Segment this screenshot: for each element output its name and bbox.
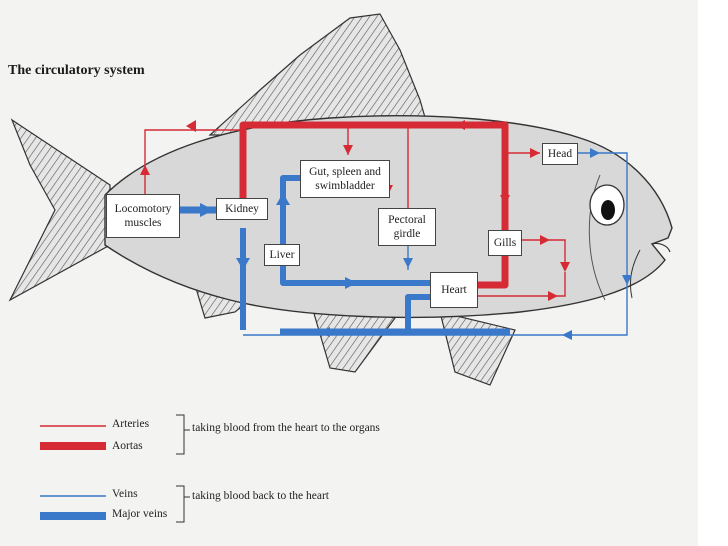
legend-group-venous: taking blood back to the heart xyxy=(192,490,329,502)
legend-bracket-venous xyxy=(176,486,184,522)
legend-label-arteries: Arteries xyxy=(112,418,149,430)
organ-liver: Liver xyxy=(264,244,300,266)
tail-fin xyxy=(10,120,110,300)
organ-label: Pectoral girdle xyxy=(382,213,432,241)
organ-head: Head xyxy=(542,143,578,165)
organ-gills: Gills xyxy=(488,230,522,256)
organ-label: Heart xyxy=(441,283,467,297)
organ-pectoral-girdle: Pectoral girdle xyxy=(378,208,436,246)
vein-arrow xyxy=(562,330,572,340)
legend-label-aortas: Aortas xyxy=(112,440,143,452)
eye-pupil xyxy=(601,200,615,220)
organ-label: Gills xyxy=(494,236,516,250)
organ-label: Liver xyxy=(270,248,295,262)
legend-label-veins: Veins xyxy=(112,488,138,500)
legend-bracket-arterial xyxy=(176,415,184,454)
organ-label: Kidney xyxy=(225,202,259,216)
organ-kidney: Kidney xyxy=(216,198,268,220)
organ-label: Gut, spleen and swimbladder xyxy=(304,165,386,193)
organ-heart: Heart xyxy=(430,272,478,308)
organ-gut-spleen-swimbladder: Gut, spleen and swimbladder xyxy=(300,160,390,198)
organ-label: Head xyxy=(548,147,572,161)
pelvic-fin xyxy=(440,312,515,385)
organ-locomotory-muscles: Locomotory muscles xyxy=(106,194,180,238)
organ-label: Locomotory muscles xyxy=(110,202,176,230)
legend-group-arterial: taking blood from the heart to the organ… xyxy=(192,422,380,434)
diagram-title: The circulatory system xyxy=(8,63,145,79)
legend-label-major-veins: Major veins xyxy=(112,508,167,520)
